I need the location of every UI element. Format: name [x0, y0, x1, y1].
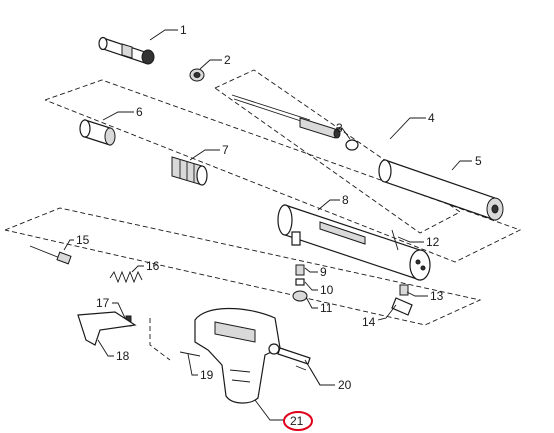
- part-21: [194, 307, 281, 404]
- callout-15: 15: [76, 233, 90, 247]
- part-8: [277, 204, 431, 281]
- callout-13: 13: [430, 289, 444, 303]
- part-11: [292, 290, 308, 302]
- part-13: [399, 284, 409, 296]
- part-9: [295, 264, 305, 276]
- part-18: [77, 311, 137, 346]
- assembly-outlines: [4, 69, 522, 361]
- part-19: [179, 351, 201, 357]
- highlight-circle: [283, 411, 313, 431]
- callout-3: 3: [336, 121, 343, 135]
- callout-2: 2: [224, 53, 231, 67]
- callout-12: 12: [426, 235, 440, 249]
- part-1: [98, 36, 155, 65]
- callout-21: 21: [290, 414, 304, 428]
- part-15: [29, 245, 72, 265]
- outline-group-piston: [44, 79, 522, 263]
- part-4-rod: [231, 94, 341, 139]
- part-6: [79, 119, 116, 146]
- leader-lines: [63, 29, 472, 421]
- outline-group-barrel: [214, 69, 461, 234]
- callout-4: 4: [428, 111, 435, 125]
- callout-5: 5: [475, 154, 482, 168]
- callout-14: 14: [362, 315, 376, 329]
- callout-18: 18: [116, 349, 130, 363]
- callout-6: 6: [136, 105, 143, 119]
- outline-group-handle: [149, 318, 171, 361]
- part-2: [189, 68, 205, 82]
- callout-7: 7: [222, 143, 229, 157]
- callout-9: 9: [320, 265, 327, 279]
- callout-19: 19: [200, 368, 214, 382]
- part-5: [378, 159, 504, 221]
- part-14: [391, 297, 413, 316]
- part-20: [277, 347, 311, 371]
- callout-10: 10: [320, 283, 334, 297]
- part-16: [109, 270, 143, 284]
- callout-16: 16: [146, 259, 160, 273]
- outline-group-housing: [4, 207, 482, 326]
- callout-20: 20: [338, 378, 352, 392]
- part-3: [345, 139, 359, 151]
- callout-11: 11: [320, 301, 333, 315]
- callout-17: 17: [96, 296, 110, 310]
- part-10: [295, 278, 305, 286]
- part-7: [171, 156, 208, 186]
- callout-8: 8: [342, 193, 349, 207]
- callouts: 1 2 3 4 5 6 7 8 9 10 11 12 13 14 15 16 1…: [76, 23, 482, 428]
- callout-1: 1: [180, 23, 187, 37]
- part-12: [391, 229, 399, 251]
